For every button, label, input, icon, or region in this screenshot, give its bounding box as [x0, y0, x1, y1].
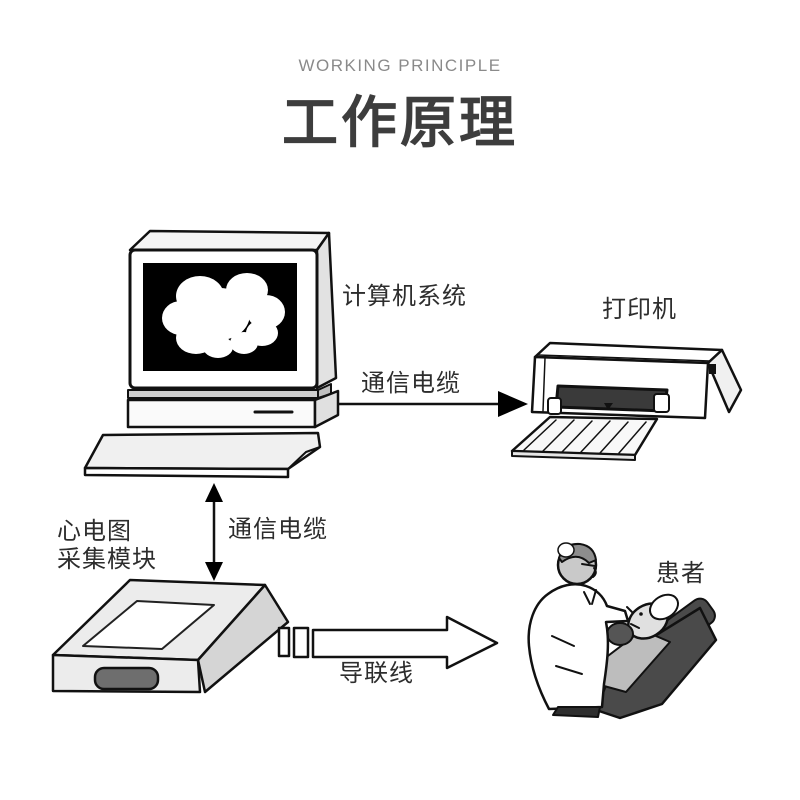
- module-top-panel: [82, 600, 215, 650]
- monitor-side-face: [315, 231, 338, 390]
- computer-illustration: [83, 229, 340, 479]
- coat-crease-lines: [551, 589, 597, 675]
- doctor-face-marks: [581, 563, 597, 578]
- block-arrow-right-icon: [311, 615, 499, 670]
- computer-label: 计算机系统: [342, 283, 467, 310]
- printer-label: 打印机: [602, 296, 677, 323]
- ecg-module-label-line1: 心电图: [57, 518, 132, 545]
- cable-arrow-to-printer: [338, 391, 528, 417]
- doctor-hair-highlight: [557, 542, 575, 558]
- module-connector-slot: [93, 666, 160, 691]
- doctor-body: [527, 583, 630, 711]
- printer-paper-slot: [554, 384, 669, 413]
- printer-tray-edge: [511, 450, 636, 461]
- lead-wire-label: 导联线: [339, 660, 414, 687]
- arrowhead-right-icon: [498, 391, 528, 417]
- patient-face-marks: [626, 606, 643, 629]
- tray-line-marks: [523, 419, 647, 454]
- eyebrow-title: WORKING PRINCIPLE: [298, 56, 502, 75]
- printer-top-ridge: [537, 354, 711, 362]
- printer-side-face: [706, 348, 743, 414]
- arrowhead-up-icon: [205, 483, 223, 502]
- printer-power-button: [709, 364, 716, 374]
- paper-guide-right: [653, 393, 670, 413]
- screen-cloud-graphic: [162, 273, 285, 358]
- cable-label-horizontal: 通信电缆: [361, 370, 461, 397]
- computer-base-side: [313, 389, 340, 429]
- patient-illustration: [527, 542, 718, 720]
- printer-front-seam: [542, 357, 546, 412]
- printer-illustration: [510, 341, 743, 461]
- doctor-feet: [552, 706, 601, 718]
- keyboard-fold-line: [287, 446, 321, 470]
- lead-segment-1: [277, 626, 291, 658]
- paper-guide-left: [547, 397, 562, 415]
- patient-label: 患者: [656, 560, 706, 587]
- keyboard-top: [83, 431, 322, 471]
- lead-wire-arrow: [277, 615, 499, 670]
- slot-arrow-mark: [604, 403, 613, 410]
- cable-arrow-to-module: [205, 483, 223, 581]
- cable-label-vertical: 通信电缆: [228, 516, 328, 543]
- arrowhead-down-icon: [205, 562, 223, 581]
- page-title: 工作原理: [282, 91, 518, 154]
- lead-segment-2: [292, 626, 310, 659]
- monitor-stand-strip: [127, 389, 319, 399]
- ecg-module-label-line2: 采集模块: [57, 546, 157, 573]
- patient-cap: [649, 593, 679, 621]
- monitor-top-face: [128, 229, 331, 252]
- ecg-module-illustration: [51, 578, 290, 694]
- doctor-hand: [606, 622, 634, 646]
- keyboard-front-edge: [83, 466, 290, 479]
- module-side-face: [196, 583, 290, 694]
